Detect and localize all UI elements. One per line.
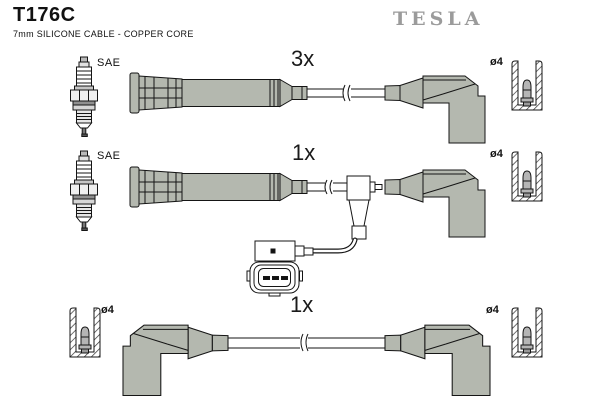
angled-boot-connector (384, 75, 486, 144)
terminal-socket-icon (511, 151, 543, 202)
cable-break-icon (342, 84, 351, 102)
diameter-label-row2: ø4 (490, 148, 503, 160)
row-3-cable-assembly (69, 307, 543, 397)
terminal-socket-icon (511, 60, 543, 111)
cable-line (228, 333, 385, 352)
quantity-label-row3: 1x (290, 292, 314, 317)
row-1-cable-assembly (70, 56, 543, 144)
diameter-label-row1: ø4 (490, 56, 503, 68)
diameter-label-row3-left: ø4 (101, 304, 114, 316)
cable-line (307, 179, 347, 195)
terminal-socket-icon (511, 307, 543, 358)
t-junction-connector (346, 175, 383, 240)
terminal-socket-icon (69, 307, 101, 358)
diameter-label-row3-right: ø4 (486, 304, 499, 316)
quantity-label-row1: 3x (291, 46, 315, 71)
angled-boot-connector-left (122, 324, 229, 397)
spark-plug-icon (70, 150, 98, 231)
straight-boot-connector (129, 72, 308, 114)
angled-boot-connector-right (384, 324, 491, 397)
branch-wire-core (311, 238, 357, 253)
diagnostic-connector (246, 240, 314, 297)
cable-break-icon (324, 179, 333, 195)
spark-plug-icon (70, 56, 98, 137)
angled-boot-connector (384, 169, 486, 238)
cable-line (307, 84, 385, 102)
straight-boot-connector (129, 166, 308, 208)
row-2-cable-assembly (70, 150, 543, 297)
sae-label-row1: SAE (97, 57, 121, 69)
sae-label-row2: SAE (97, 150, 121, 162)
quantity-label-row2: 1x (292, 140, 316, 165)
tesla-logo: TESLA (393, 8, 484, 30)
cable-spec-subtitle: 7mm SILICONE CABLE - COPPER CORE (13, 29, 194, 39)
cable-break-icon (300, 333, 309, 352)
part-number: T176C (13, 4, 76, 26)
